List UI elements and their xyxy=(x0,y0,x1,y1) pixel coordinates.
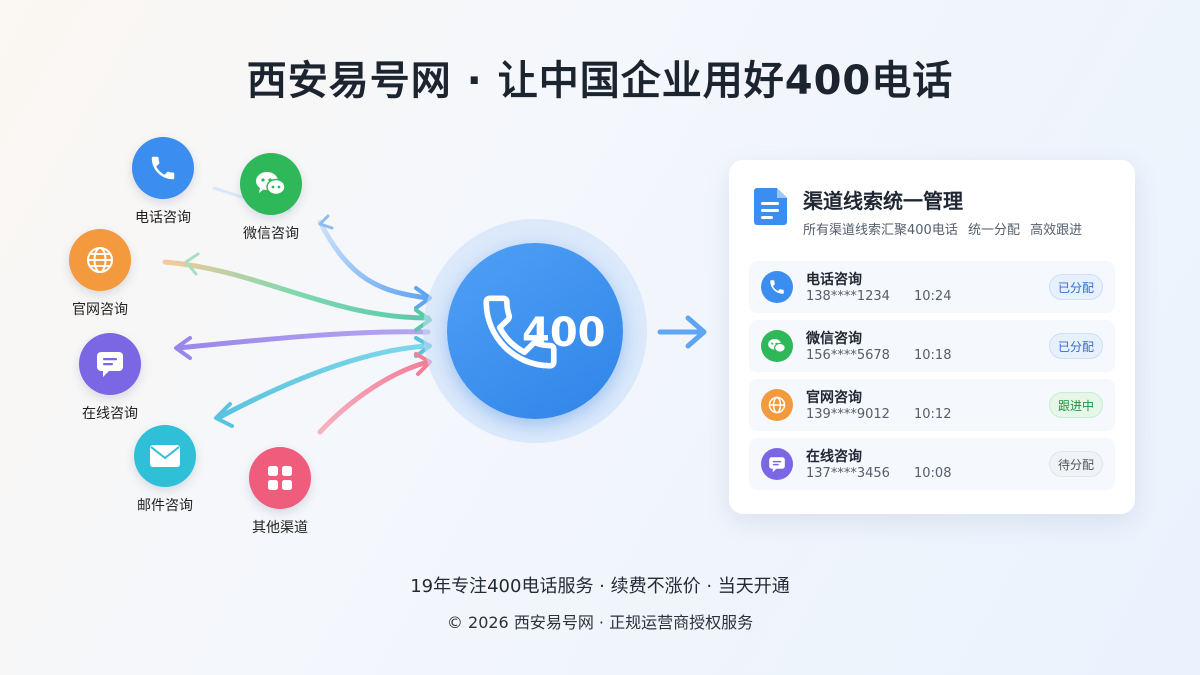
globe-icon xyxy=(69,229,131,291)
channel-label: 在线咨询 xyxy=(82,406,138,422)
flow-line-mail xyxy=(215,343,431,421)
document-icon xyxy=(753,186,789,230)
lead-name: 在线咨询 xyxy=(806,449,862,465)
panel-subtitle: 所有渠道线索汇聚400电话 统一分配 高效跟进 xyxy=(803,223,1083,238)
panel-title: 渠道线索统一管理 xyxy=(803,189,963,213)
phone-icon xyxy=(761,271,793,303)
lead-time: 10:24 xyxy=(914,289,952,304)
channel-label: 电话咨询 xyxy=(135,210,191,226)
flow-line-online xyxy=(175,329,431,351)
tail-web xyxy=(184,252,200,276)
channel-mail: 邮件咨询 xyxy=(110,425,220,515)
wechat-icon xyxy=(240,153,302,215)
status-badge: 已分配 xyxy=(1048,333,1103,359)
status-badge: 待分配 xyxy=(1048,451,1103,477)
lead-row[interactable]: 电话咨询 138****1234 10:24 已分配 xyxy=(749,261,1115,313)
footer-copyright: © 2026 西安易号网 · 正规运营商授权服务 xyxy=(446,613,754,632)
channel-other: 其他渠道 xyxy=(225,447,335,537)
channel-label: 官网咨询 xyxy=(72,302,128,318)
status-badge: 已分配 xyxy=(1048,274,1103,300)
lead-time: 10:18 xyxy=(914,348,952,363)
phone-icon xyxy=(132,137,194,199)
lead-name: 电话咨询 xyxy=(806,272,862,288)
tail-wechat xyxy=(318,214,334,230)
flow-line-other xyxy=(317,359,431,435)
channel-web: 官网咨询 xyxy=(45,229,155,319)
channel-label: 邮件咨询 xyxy=(137,498,193,514)
phone-icon xyxy=(483,295,557,369)
status-badge: 跟进中 xyxy=(1048,392,1103,418)
chat-icon xyxy=(79,333,141,395)
mail-icon xyxy=(134,425,196,487)
tail-mail xyxy=(214,402,234,428)
globe-icon xyxy=(761,389,793,421)
page-title: 西安易号网 · 让中国企业用好400电话 xyxy=(246,58,954,104)
lead-time: 10:12 xyxy=(914,407,952,422)
lead-row[interactable]: 微信咨询 156****5678 10:18 已分配 xyxy=(749,320,1115,372)
lead-phone: 137****3456 xyxy=(806,466,890,481)
chat-icon xyxy=(761,448,793,480)
channel-wechat: 微信咨询 xyxy=(216,153,326,243)
hub-number: 400 xyxy=(522,310,606,356)
footer-tagline: 19年专注400电话服务 · 续费不涨价 · 当天开通 xyxy=(410,576,790,597)
flow-line-wechat xyxy=(317,219,431,301)
lead-phone: 156****5678 xyxy=(806,348,890,363)
channel-phone: 电话咨询 xyxy=(108,137,218,227)
grid-icon xyxy=(249,447,311,509)
lead-time: 10:08 xyxy=(914,466,952,481)
tail-online xyxy=(174,336,192,360)
lead-row[interactable]: 在线咨询 137****3456 10:08 待分配 xyxy=(749,438,1115,490)
lead-name: 官网咨询 xyxy=(806,390,862,406)
lead-name: 微信咨询 xyxy=(806,331,862,347)
output-arrow xyxy=(657,315,707,349)
lead-phone: 138****1234 xyxy=(806,289,890,304)
wechat-icon xyxy=(761,330,793,362)
flow-line-web xyxy=(162,259,431,321)
lead-row[interactable]: 官网咨询 139****9012 10:12 跟进中 xyxy=(749,379,1115,431)
channel-label: 微信咨询 xyxy=(243,226,299,242)
channel-online: 在线咨询 xyxy=(55,333,165,423)
hub-circle xyxy=(447,243,623,419)
lead-phone: 139****9012 xyxy=(806,407,890,422)
lead-panel: 渠道线索统一管理 所有渠道线索汇聚400电话 统一分配 高效跟进 电话咨询 13… xyxy=(729,160,1135,514)
channel-label: 其他渠道 xyxy=(252,520,308,536)
